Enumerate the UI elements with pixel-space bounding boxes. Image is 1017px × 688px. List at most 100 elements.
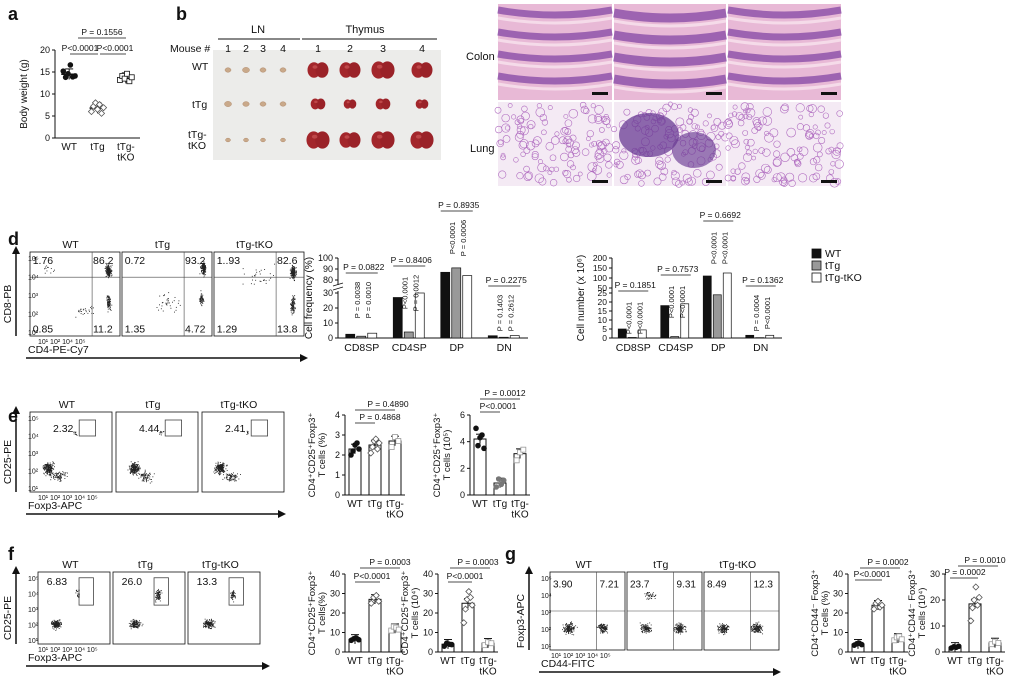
event-dot xyxy=(50,464,52,466)
alveolus xyxy=(657,161,667,171)
event-dot xyxy=(755,627,757,629)
alveolus xyxy=(670,171,680,181)
event-dot xyxy=(111,264,113,266)
event-dot xyxy=(108,277,110,279)
immune-infiltrate xyxy=(619,113,679,157)
event-dot xyxy=(292,265,294,267)
event-dot xyxy=(63,472,65,474)
event-dot xyxy=(175,309,177,311)
event-dot xyxy=(134,465,135,467)
event-dot xyxy=(55,629,57,631)
event-dot xyxy=(138,477,140,479)
event-dot xyxy=(204,623,206,625)
event-dot xyxy=(49,467,50,468)
data-point xyxy=(495,476,502,482)
alveolus xyxy=(713,118,722,126)
event-dot xyxy=(160,431,162,433)
event-dot xyxy=(217,467,219,469)
event-dot xyxy=(108,267,110,269)
x-tick-label: tTg-tKO xyxy=(386,656,404,678)
event-dot xyxy=(681,624,683,626)
event-dot xyxy=(57,623,59,625)
event-dot xyxy=(50,466,52,468)
alveolus xyxy=(560,127,569,136)
event-dot xyxy=(571,621,572,623)
event-dot xyxy=(293,267,295,269)
event-dot xyxy=(291,267,293,269)
y-axis-label: CD4⁺CD25⁺Foxp3⁺T cells (10⁵) xyxy=(432,413,453,498)
colon-lumen xyxy=(727,16,842,25)
event-dot xyxy=(157,591,159,593)
flow-plot-title: tTg xyxy=(155,239,170,251)
event-dot xyxy=(644,593,646,595)
event-dot xyxy=(133,463,135,465)
event-dot xyxy=(754,624,755,626)
flow-plot-frame xyxy=(213,251,305,337)
y-tick-label: 10 xyxy=(598,315,608,325)
event-dot xyxy=(566,628,567,630)
alveolus xyxy=(806,104,814,113)
event-dot xyxy=(232,595,234,597)
event-dot xyxy=(570,624,572,626)
event-dot xyxy=(52,472,53,474)
alveolus xyxy=(500,154,506,161)
event-dot xyxy=(290,271,292,273)
event-dot xyxy=(205,622,206,624)
event-dot xyxy=(678,628,680,630)
y-tick-label: 20 xyxy=(833,608,843,618)
event-dot xyxy=(231,475,233,477)
p-value: P = 0.0006 xyxy=(459,220,468,256)
event-dot xyxy=(75,431,77,433)
p-value: P = 0.1362 xyxy=(742,275,783,285)
flow-y-label: CD25-PE xyxy=(2,596,14,640)
event-dot xyxy=(756,630,758,632)
event-dot xyxy=(57,620,59,622)
event-dot xyxy=(205,621,207,623)
event-dot xyxy=(145,477,147,479)
event-dot xyxy=(81,311,83,312)
event-dot xyxy=(680,626,682,628)
event-dot xyxy=(727,629,729,630)
event-dot xyxy=(223,470,225,471)
event-dot xyxy=(720,631,722,633)
event-dot xyxy=(222,470,224,472)
event-dot xyxy=(163,295,165,297)
event-dot xyxy=(218,467,220,469)
event-dot xyxy=(683,629,685,631)
alveolus xyxy=(836,142,844,150)
event-dot xyxy=(204,618,206,620)
event-dot xyxy=(646,629,648,631)
y-tick-label: 1 xyxy=(335,470,340,480)
event-dot xyxy=(135,466,137,468)
event-dot xyxy=(200,302,202,303)
event-dot xyxy=(135,625,137,627)
event-dot xyxy=(55,472,57,474)
y-tick-label: 3 xyxy=(335,430,340,440)
immune-infiltrate xyxy=(672,132,716,168)
alveolus xyxy=(752,148,758,154)
event-dot xyxy=(566,630,568,631)
event-dot xyxy=(572,627,574,629)
event-dot xyxy=(606,628,608,630)
event-dot xyxy=(55,473,57,475)
alveolus xyxy=(538,177,547,186)
event-dot xyxy=(108,273,110,275)
alveolus xyxy=(772,158,782,167)
alveolus xyxy=(743,108,748,114)
event-dot xyxy=(680,631,682,633)
flow-plot-title: WT xyxy=(62,559,79,571)
flow-y-tick: 10³ xyxy=(541,610,552,617)
event-dot xyxy=(292,307,294,309)
event-dot xyxy=(209,622,210,624)
event-dot xyxy=(158,309,160,311)
event-dot xyxy=(106,272,108,274)
event-dot xyxy=(648,631,650,633)
gate-box xyxy=(78,577,94,606)
alveolus xyxy=(805,128,815,138)
event-dot xyxy=(162,301,164,303)
event-dot xyxy=(109,274,111,276)
event-dot xyxy=(654,596,656,598)
gate-value: 4.72 xyxy=(185,324,206,336)
y-tick-label: 200 xyxy=(593,253,607,263)
alveolus xyxy=(706,170,715,180)
